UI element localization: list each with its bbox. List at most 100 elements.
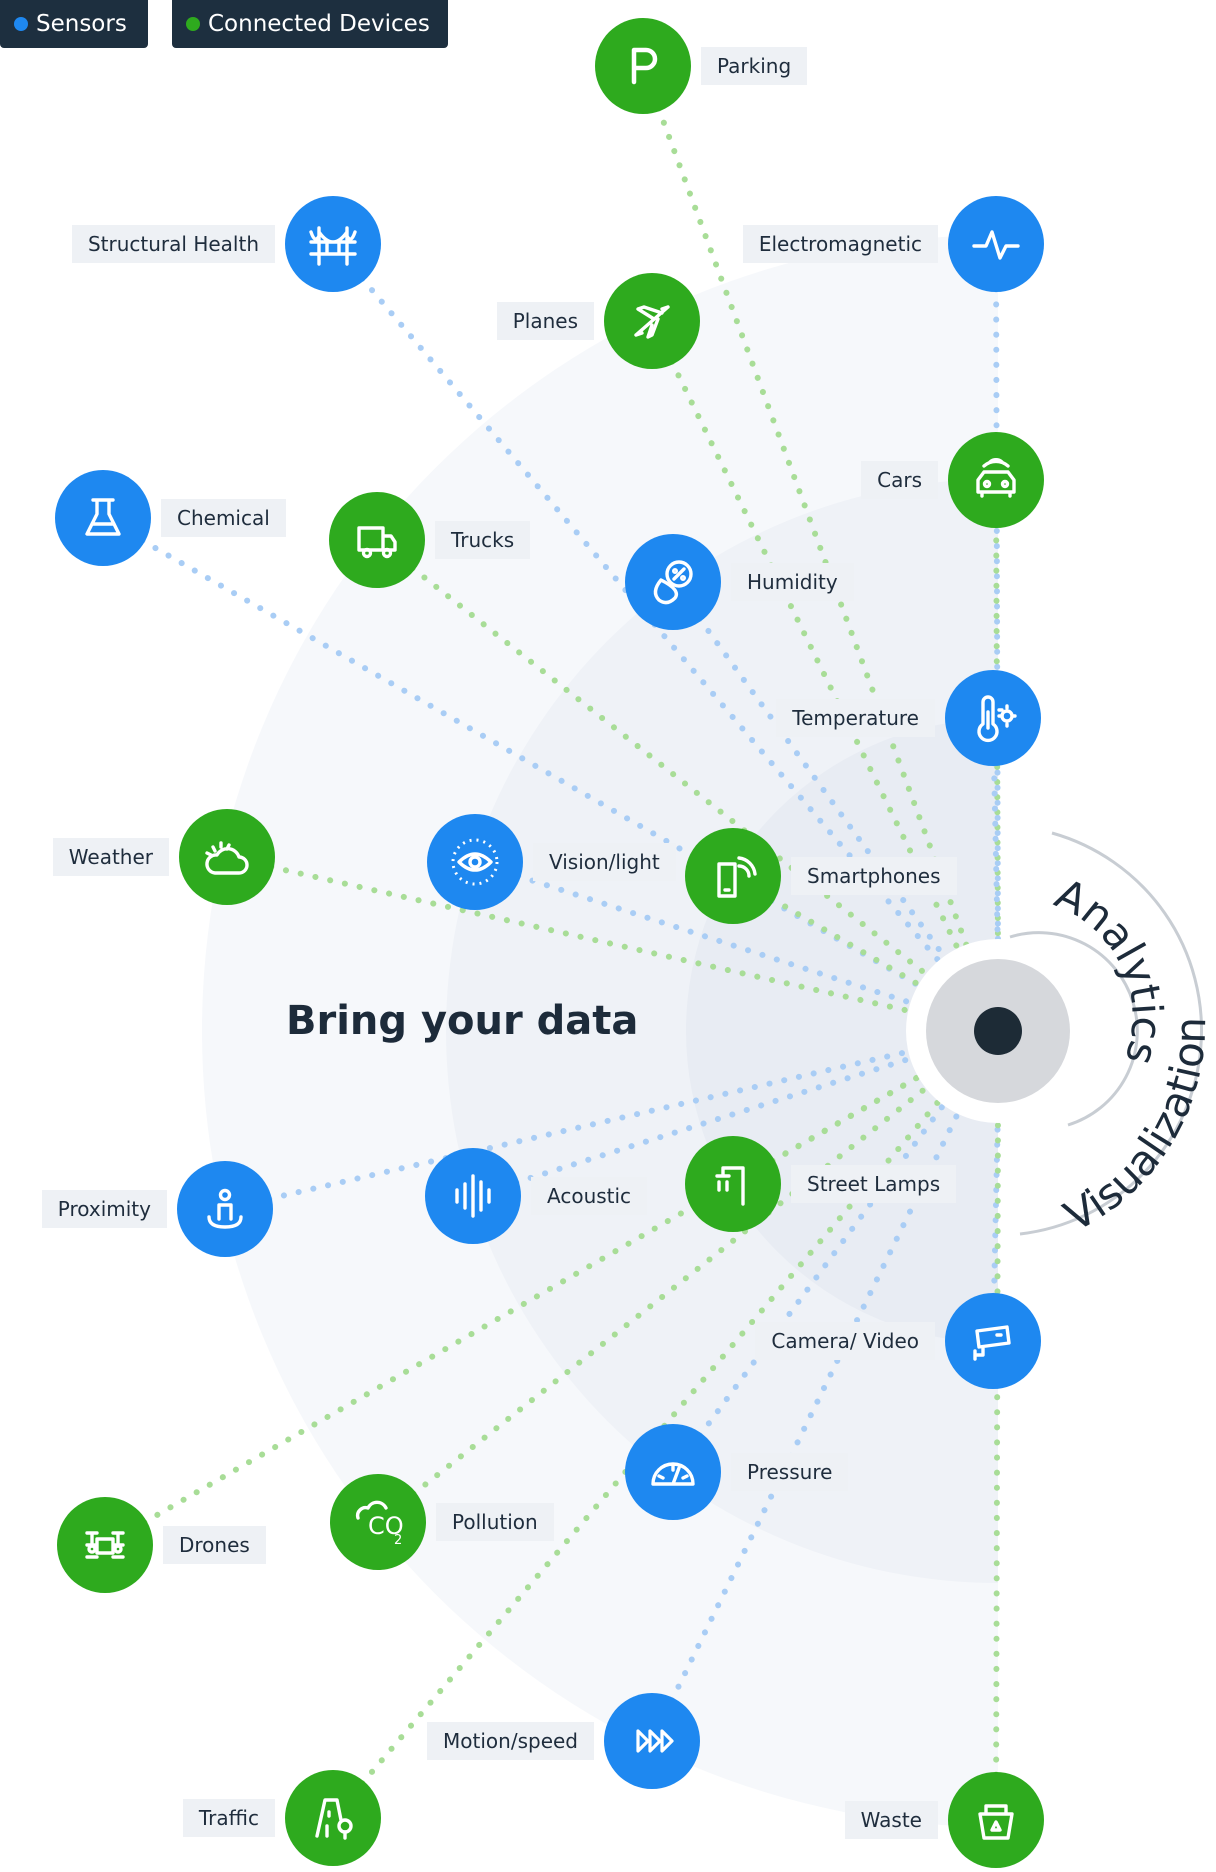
nodes: CO2 bbox=[55, 18, 1044, 1868]
node-label-drones: Drones bbox=[163, 1526, 266, 1564]
node-label-waste: Waste bbox=[844, 1801, 938, 1839]
node-weather bbox=[179, 809, 275, 905]
connection-lines bbox=[100, 63, 1001, 1823]
connection-line-motion bbox=[649, 1099, 966, 1744]
node-circle-drones bbox=[57, 1497, 153, 1593]
svg-text:CO: CO bbox=[368, 1512, 404, 1540]
node-label-camera: Camera/ Video bbox=[755, 1322, 935, 1360]
node-trucks bbox=[329, 492, 425, 588]
hub-core bbox=[974, 1007, 1022, 1055]
connection-line-acoustic bbox=[470, 1051, 925, 1199]
node-parking bbox=[595, 18, 691, 114]
sound-wave-icon bbox=[455, 1174, 491, 1218]
co2-icon: CO2 bbox=[355, 1500, 404, 1548]
connection-line-waste bbox=[993, 1106, 1001, 1823]
connection-line-trucks bbox=[374, 537, 939, 985]
node-circle-trucks bbox=[329, 492, 425, 588]
node-label-chemical: Chemical bbox=[161, 499, 286, 537]
diagram-title: Bring your data bbox=[286, 998, 639, 1044]
street-lamp-icon bbox=[715, 1166, 745, 1206]
weather-icon bbox=[205, 841, 249, 875]
node-circle-structural-health bbox=[285, 196, 381, 292]
plane-icon bbox=[634, 305, 670, 339]
legend-connected-devices: Connected Devices bbox=[172, 0, 448, 48]
node-circle-street-lamps bbox=[685, 1136, 781, 1232]
sensor-dot-icon bbox=[14, 17, 28, 31]
node-chemical bbox=[55, 470, 151, 566]
eye-icon bbox=[451, 838, 499, 886]
flask-icon bbox=[85, 498, 121, 536]
connection-line-pollution bbox=[375, 1077, 939, 1525]
node-label-electromagnetic: Electromagnetic bbox=[742, 225, 938, 263]
bridge-icon bbox=[309, 226, 357, 266]
node-circle-pollution bbox=[330, 1474, 426, 1570]
node-circle-proximity bbox=[177, 1161, 273, 1257]
node-circle-vision bbox=[427, 814, 523, 910]
traffic-icon bbox=[315, 1798, 353, 1840]
node-traffic bbox=[285, 1770, 381, 1866]
node-circle-chemical bbox=[55, 470, 151, 566]
node-circle-waste bbox=[948, 1772, 1044, 1868]
node-pollution: CO2 bbox=[330, 1474, 426, 1570]
node-circle-motion bbox=[604, 1693, 700, 1789]
smartphone-icon bbox=[717, 856, 757, 898]
node-label-parking: Parking bbox=[701, 47, 808, 85]
node-label-pollution: Pollution bbox=[436, 1503, 554, 1541]
thermometer-icon bbox=[977, 695, 1017, 743]
node-circle-pressure bbox=[625, 1424, 721, 1520]
legend-sensors: Sensors bbox=[0, 0, 148, 48]
node-label-proximity: Proximity bbox=[41, 1190, 167, 1228]
node-acoustic bbox=[425, 1148, 521, 1244]
central-hub bbox=[906, 939, 1090, 1123]
analytics-ring bbox=[1009, 931, 1139, 1127]
node-camera bbox=[945, 1293, 1041, 1389]
node-waste bbox=[948, 1772, 1044, 1868]
connection-line-planes bbox=[649, 318, 966, 963]
node-circle-traffic bbox=[285, 1770, 381, 1866]
node-pressure bbox=[625, 1424, 721, 1520]
node-vision bbox=[427, 814, 523, 910]
node-planes bbox=[604, 273, 700, 369]
truck-icon bbox=[357, 526, 397, 559]
node-proximity bbox=[177, 1161, 273, 1257]
proximity-icon bbox=[207, 1188, 243, 1229]
node-label-street-lamps: Street Lamps bbox=[791, 1165, 957, 1203]
node-label-vision: Vision/light bbox=[533, 843, 676, 881]
node-label-motion: Motion/speed bbox=[427, 1722, 594, 1760]
legend-sensors-label: Sensors bbox=[36, 11, 127, 37]
node-label-trucks: Trucks bbox=[435, 521, 531, 559]
drone-icon bbox=[85, 1531, 125, 1559]
humidity-icon bbox=[653, 560, 693, 605]
node-street-lamps bbox=[685, 1136, 781, 1232]
device-dot-icon bbox=[186, 17, 200, 31]
visualization-ring bbox=[1019, 831, 1203, 1236]
car-icon bbox=[976, 458, 1016, 498]
node-label-cars: Cars bbox=[861, 461, 938, 499]
node-structural-health bbox=[285, 196, 381, 292]
connection-line-temperature bbox=[990, 715, 1001, 956]
node-temperature bbox=[945, 670, 1041, 766]
node-electromagnetic bbox=[948, 196, 1044, 292]
node-circle-cars bbox=[948, 432, 1044, 528]
connection-line-proximity bbox=[222, 1045, 924, 1212]
node-label-weather: Weather bbox=[52, 838, 169, 876]
connection-line-vision bbox=[472, 859, 925, 1010]
pulse-icon bbox=[972, 230, 1020, 260]
node-label-pressure: Pressure bbox=[731, 1453, 849, 1491]
camera-icon bbox=[973, 1325, 1011, 1361]
node-label-smartphones: Smartphones bbox=[791, 857, 957, 895]
node-circle-smartphones bbox=[685, 828, 781, 924]
node-label-temperature: Temperature bbox=[776, 699, 935, 737]
gauge-icon bbox=[651, 1462, 695, 1486]
waste-icon bbox=[978, 1804, 1014, 1840]
node-motion bbox=[604, 1693, 700, 1789]
node-circle-weather bbox=[179, 809, 275, 905]
node-circle-camera bbox=[945, 1293, 1041, 1389]
connection-line-electromagnetic bbox=[993, 241, 1001, 956]
node-label-structural-health: Structural Health bbox=[71, 225, 275, 263]
connection-line-humidity bbox=[670, 579, 955, 970]
node-smartphones bbox=[685, 828, 781, 924]
connection-line-pressure bbox=[670, 1092, 954, 1475]
connection-line-cars bbox=[993, 477, 1001, 956]
